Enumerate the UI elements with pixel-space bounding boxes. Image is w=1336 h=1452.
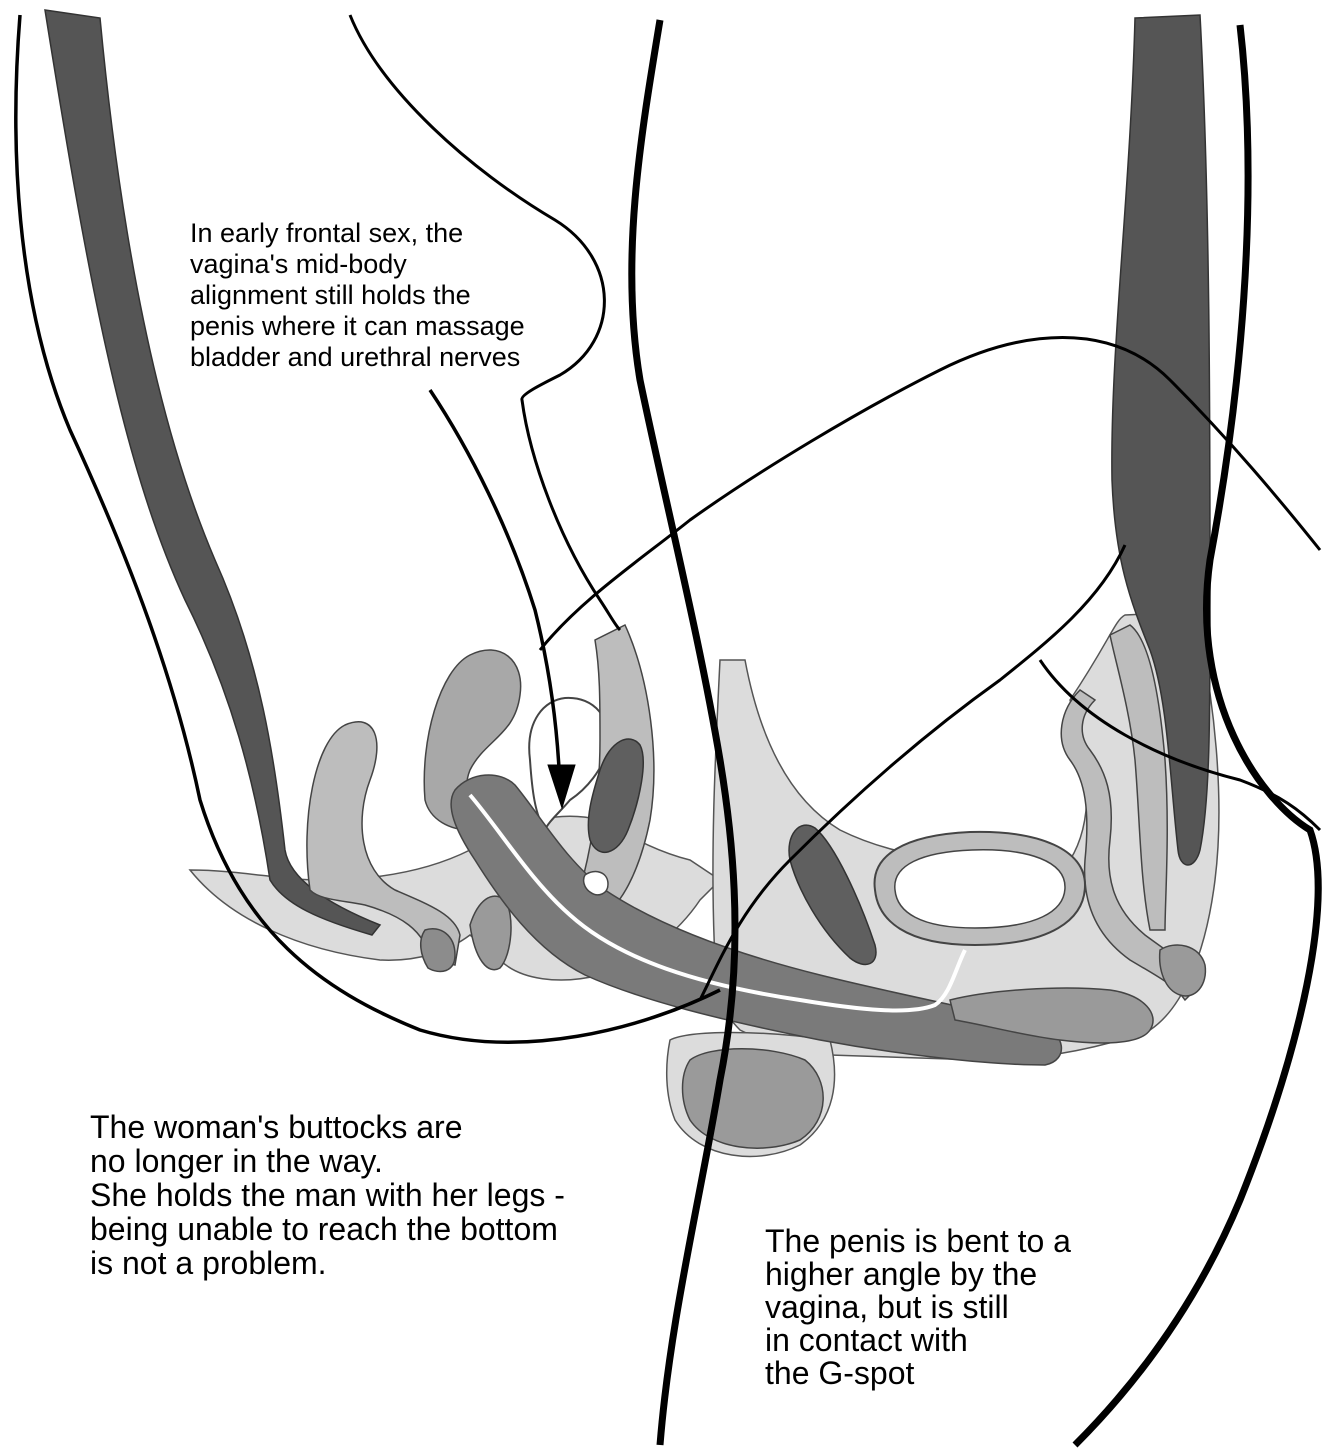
caption-frontal-sex-note: In early frontal sex, the vagina's mid-b… — [190, 218, 525, 373]
man-bladder-cavity — [895, 850, 1065, 928]
caption-line: bladder and urethral nerves — [190, 342, 525, 373]
caption-line: is not a problem. — [90, 1246, 565, 1280]
caption-line: alignment still holds the — [190, 280, 525, 311]
caption-line: vagina, but is still — [765, 1291, 1071, 1324]
testicle — [683, 1049, 824, 1148]
caption-penis-angle-note: The penis is bent to a higher angle by t… — [765, 1225, 1071, 1390]
caption-line: higher angle by the — [765, 1258, 1071, 1291]
caption-line: In early frontal sex, the — [190, 218, 525, 249]
caption-line: no longer in the way. — [90, 1144, 565, 1178]
caption-line: in contact with — [765, 1324, 1071, 1357]
caption-line: She holds the man with her legs - — [90, 1178, 565, 1212]
caption-line: The woman's buttocks are — [90, 1110, 565, 1144]
caption-line: vagina's mid-body — [190, 249, 525, 280]
caption-line: penis where it can massage — [190, 311, 525, 342]
caption-line: being unable to reach the bottom — [90, 1212, 565, 1246]
caption-line: the G-spot — [765, 1357, 1071, 1390]
caption-buttocks-note: The woman's buttocks are no longer in th… — [90, 1110, 565, 1280]
caption-line: The penis is bent to a — [765, 1225, 1071, 1258]
